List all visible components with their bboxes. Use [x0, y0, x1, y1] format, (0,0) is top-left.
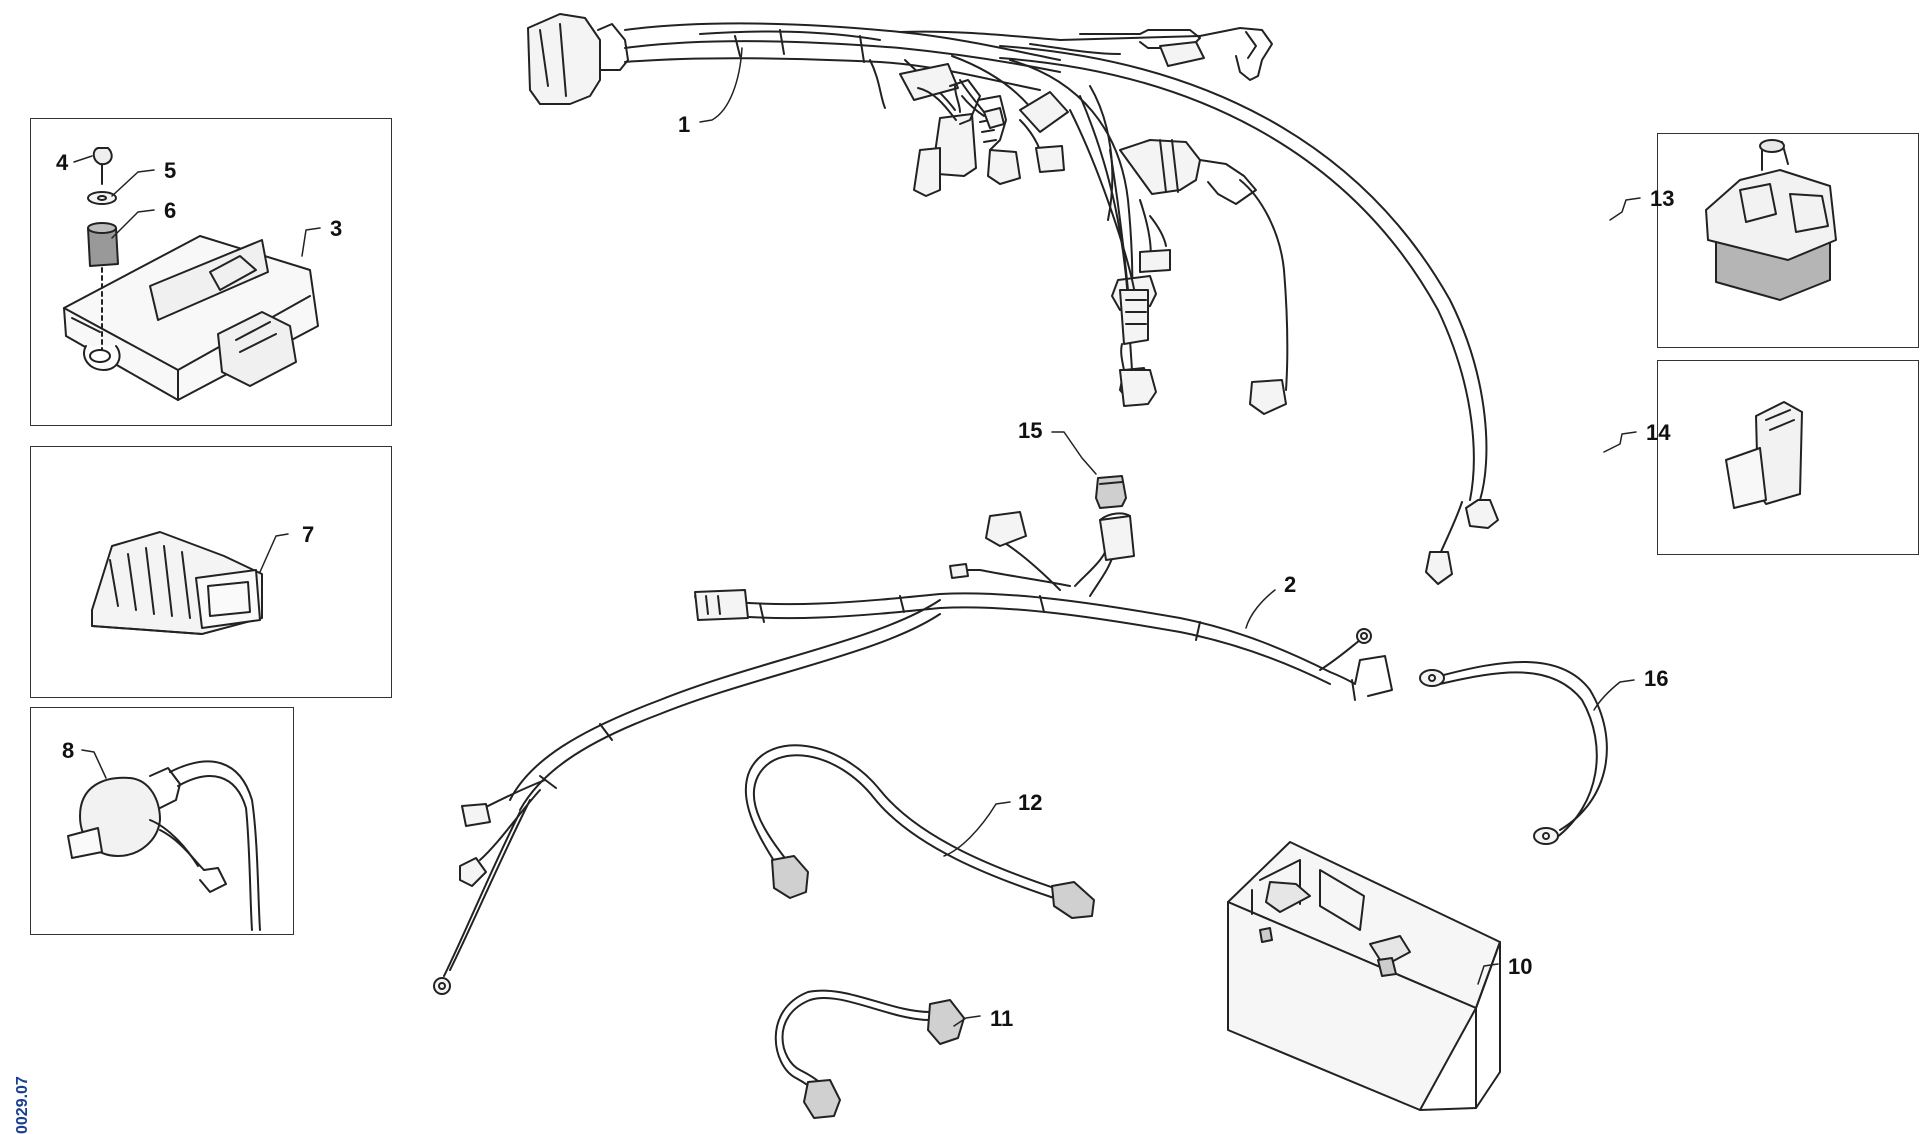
ignition-coil-8: [67, 760, 261, 931]
ecu-3: [63, 147, 319, 401]
harness-2: [433, 511, 1393, 995]
grommet-15: [1095, 475, 1127, 509]
callout-4: 4: [56, 150, 69, 175]
regulator-7: [91, 531, 263, 635]
cable-12: [744, 744, 1095, 919]
cable-11: [774, 989, 965, 1119]
callout-3: 3: [330, 216, 343, 241]
callout-11: 11: [990, 1006, 1014, 1031]
battery-10: [1227, 841, 1501, 1111]
connector-14: [1725, 401, 1803, 509]
relay-13: [1705, 139, 1837, 301]
callout-7: 7: [302, 522, 315, 547]
callout-5: 5: [164, 158, 177, 183]
main-harness: [527, 13, 1499, 585]
callout-12: 12: [1018, 790, 1043, 815]
drawing-code: 0029.07: [14, 1076, 31, 1134]
callout-10: 10: [1508, 954, 1533, 979]
callout-1: 1: [678, 112, 691, 137]
callout-16: 16: [1644, 666, 1669, 691]
callout-13: 13: [1650, 186, 1675, 211]
callout-14: 14: [1646, 420, 1671, 445]
leader-lines: [73, 47, 1641, 1027]
callout-15: 15: [1018, 418, 1043, 443]
cable-16: [1419, 661, 1608, 845]
callout-8: 8: [62, 738, 75, 763]
callout-6: 6: [164, 198, 177, 223]
callout-2: 2: [1284, 572, 1297, 597]
